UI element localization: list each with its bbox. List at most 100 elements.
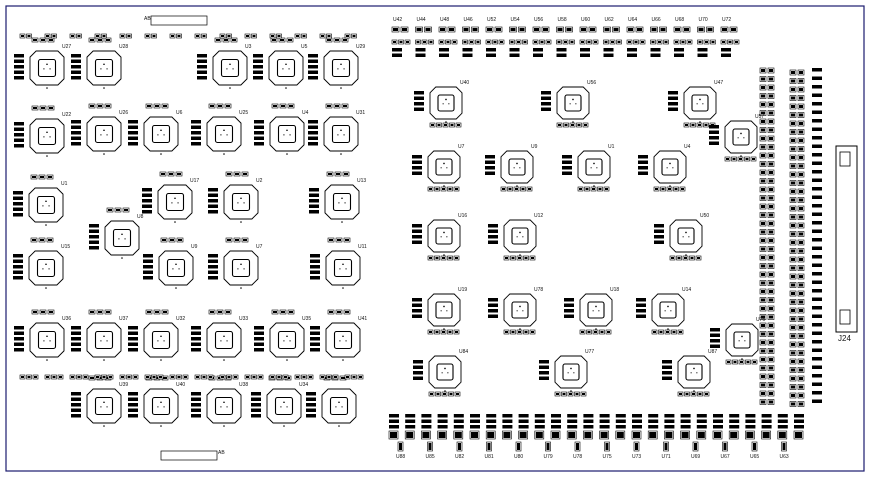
ref-text-block [412, 298, 422, 302]
ref-text-block [812, 306, 822, 310]
smd-pad [32, 176, 36, 178]
smd-pad [52, 35, 56, 37]
smd-pad [799, 360, 803, 363]
chip-marker [103, 359, 105, 361]
ref-text-block [812, 136, 822, 140]
chip-dot [341, 406, 343, 408]
ref-text-block [13, 213, 23, 217]
smd-pad [455, 188, 458, 190]
smd-pad [453, 41, 456, 43]
chip-pin1-dot [240, 197, 242, 200]
ref-text-block [14, 337, 24, 341]
chip-dot [243, 268, 245, 270]
smd-pad [106, 105, 110, 107]
ref-text-block [128, 337, 138, 341]
ref-text-block [583, 419, 594, 423]
smd-pad [799, 147, 803, 151]
ref-text-block [412, 314, 422, 318]
ref-text-block [654, 235, 664, 239]
ref-text-block [486, 48, 496, 52]
smd-pad [162, 239, 166, 241]
smd-pad [471, 432, 478, 438]
smd-pad [246, 376, 249, 378]
ref-text-block [191, 342, 201, 346]
smd-pad [691, 124, 695, 126]
chip-pin1-dot [103, 401, 105, 404]
ref-text-block [488, 303, 498, 307]
ref-text-block [191, 397, 201, 401]
smd-pad [613, 28, 619, 31]
ref-text-block [812, 221, 822, 225]
smd-pad [671, 257, 674, 259]
smd-pad [617, 41, 621, 43]
ref-text-block [567, 425, 578, 429]
smd-pad [769, 230, 773, 234]
ref-text-block [812, 263, 822, 267]
chip-dot [598, 310, 600, 312]
ref-text-block [812, 323, 822, 327]
smd-pad [90, 105, 94, 107]
smd-pad [227, 239, 231, 241]
top-header-ref: U48 [440, 17, 450, 23]
smd-pad [435, 257, 439, 259]
chip-die [151, 330, 171, 350]
ref-text-block [812, 204, 822, 208]
ref-text-block [485, 155, 495, 159]
ref-text-block [603, 53, 614, 57]
ref-text-block [142, 188, 152, 192]
smd-pad [177, 376, 181, 378]
smd-pad [799, 173, 803, 176]
chip-dot [49, 340, 51, 342]
ref-text-block [128, 342, 138, 346]
chip-pin1-dot [342, 263, 344, 266]
smd-pad [41, 39, 45, 41]
ref-text-block [812, 357, 822, 361]
smd-pad [393, 28, 398, 31]
chip-marker [160, 153, 162, 155]
smd-pad [791, 71, 795, 74]
ref-text-block [191, 348, 201, 352]
ref-text-block [392, 48, 402, 52]
ref-text-block [486, 419, 497, 423]
ref-text-block [709, 130, 719, 134]
chip-ref-label: U2 [256, 178, 263, 184]
ref-text-block [648, 414, 659, 418]
smd-pad [281, 311, 285, 313]
ref-text-block [128, 136, 138, 140]
smd-pad [799, 283, 803, 287]
ref-text-block [648, 419, 659, 423]
smd-pad [442, 188, 445, 190]
ref-text-block [309, 199, 319, 203]
smd-pad [49, 311, 53, 313]
ref-text-block [71, 76, 81, 80]
smd-pad [761, 179, 765, 183]
chip-marker [160, 425, 162, 427]
smd-pad [90, 377, 94, 379]
chip-dot [446, 310, 448, 312]
smd-pad [799, 377, 803, 380]
smd-pad [733, 361, 737, 363]
smd-pad [33, 39, 37, 41]
smd-pad [448, 257, 452, 259]
smd-pad [519, 432, 527, 438]
chip-die [231, 258, 251, 278]
smd-pad [399, 41, 403, 43]
chip-marker [103, 87, 105, 89]
chip-die [94, 124, 114, 144]
ref-text-block [251, 403, 261, 407]
bottom-header-ref: U69 [691, 454, 701, 460]
ref-text-block [518, 414, 529, 418]
smd-pad [581, 28, 586, 31]
smd-pad [243, 239, 247, 241]
ref-text-block [254, 337, 264, 341]
smd-pad [416, 41, 420, 43]
smd-pad [762, 432, 770, 438]
smd-pad [334, 376, 337, 378]
smd-pad [635, 443, 638, 450]
ref-text-block [812, 119, 822, 123]
ref-text-block [470, 414, 480, 418]
top-header-ref: U46 [463, 17, 473, 23]
ref-text-block [143, 265, 153, 269]
ref-text-block [541, 91, 551, 95]
chip-marker [443, 254, 445, 256]
